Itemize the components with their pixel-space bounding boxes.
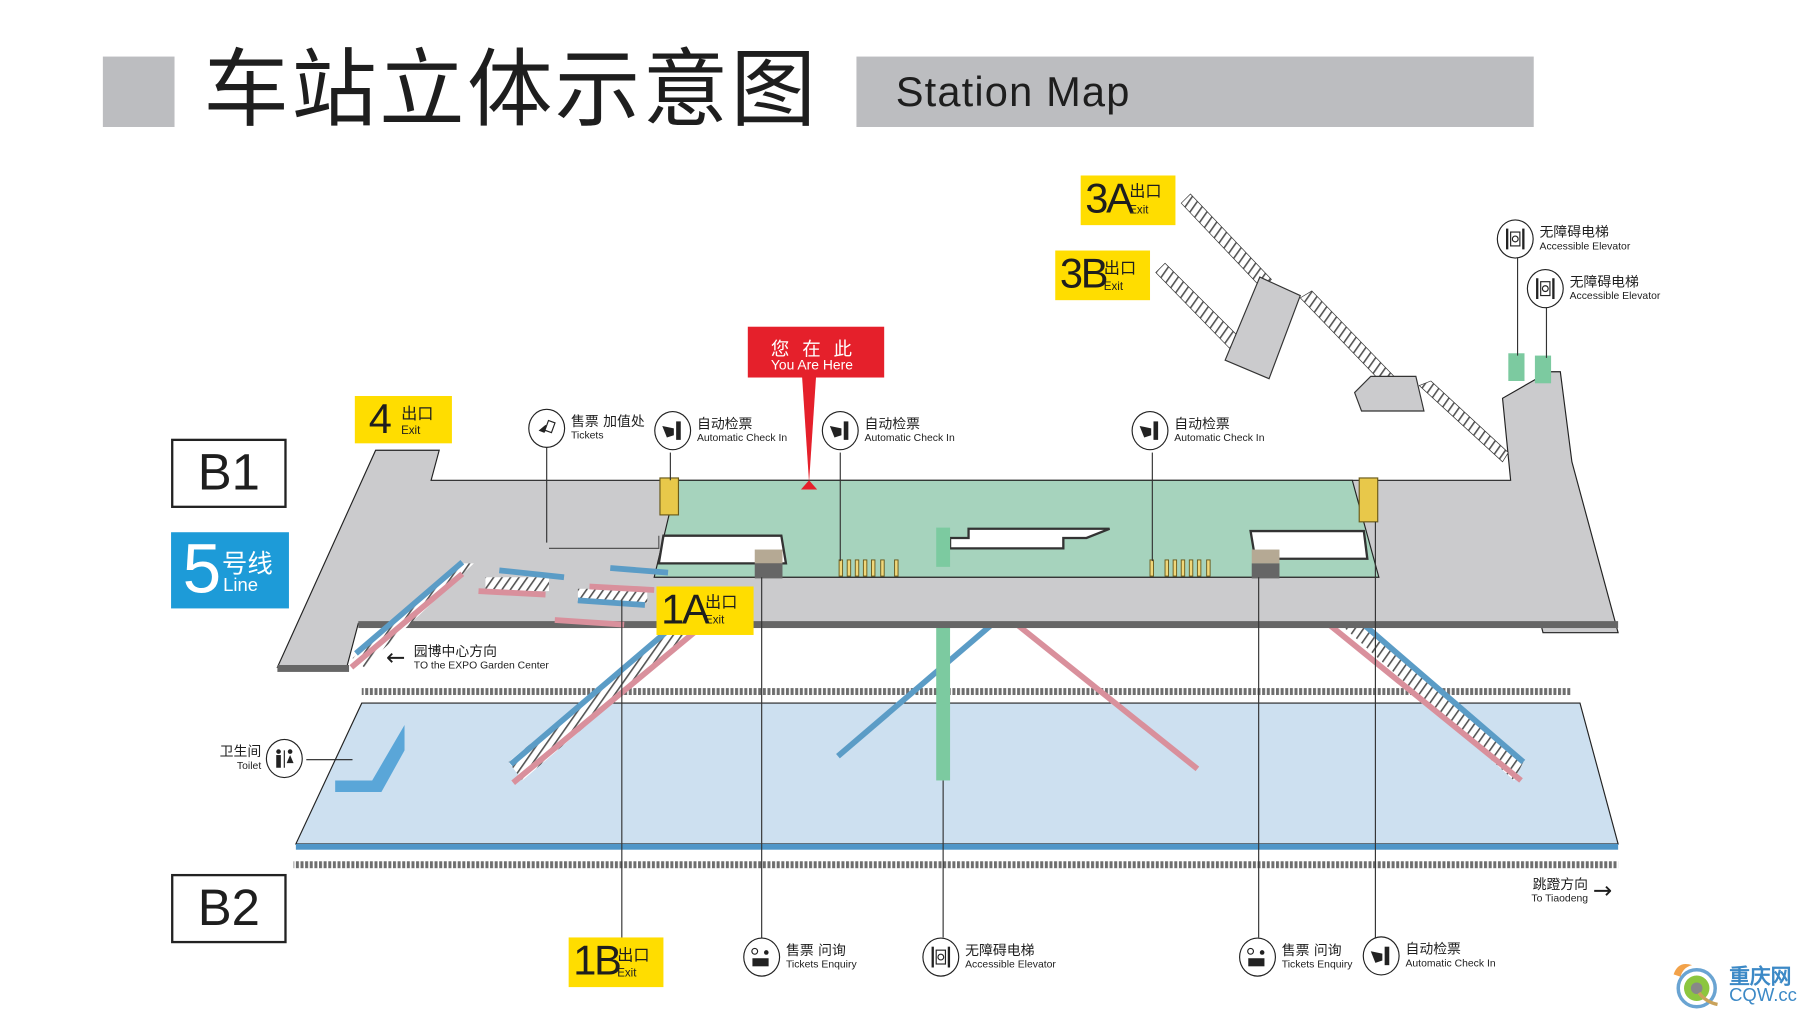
b1-concourse-edge bbox=[358, 621, 1619, 629]
b1-west-edge bbox=[277, 664, 350, 672]
arrow-left-icon: ← bbox=[386, 643, 406, 671]
you-are-here-sign: 您 在 此 You Are Here bbox=[747, 326, 885, 378]
escalator-east-b2 bbox=[1327, 622, 1526, 783]
toilet-icon bbox=[265, 738, 303, 779]
elevator-top bbox=[936, 527, 951, 567]
page-title-en: Station Map bbox=[895, 68, 1131, 116]
gate-check-in-icon bbox=[1131, 411, 1169, 451]
landing-1 bbox=[1224, 276, 1302, 380]
b2-platform-edge bbox=[295, 843, 1619, 850]
title-en-bar: Station Map bbox=[856, 56, 1534, 127]
exit-3a: 3A 出口 Exit bbox=[1080, 174, 1176, 226]
line-badge: 5 号线 Line bbox=[171, 530, 289, 609]
elevator-top-right-2 bbox=[1534, 355, 1552, 384]
you-are-here-en: You Are Here bbox=[770, 356, 853, 373]
title-accent-block bbox=[102, 56, 175, 127]
you-are-here-marker bbox=[800, 480, 818, 490]
level-b1: B1 bbox=[171, 438, 287, 508]
stair-opening-west bbox=[657, 534, 788, 565]
ticket-hand-icon bbox=[528, 408, 566, 448]
leader-lines bbox=[546, 256, 1548, 938]
elevator-top-right-1 bbox=[1508, 353, 1525, 381]
line-label-cn: 号线 bbox=[221, 550, 273, 580]
exit-1b: 1B 出口 Exit bbox=[568, 936, 664, 988]
stair-opening-center bbox=[948, 527, 1110, 550]
arrow-right-icon: → bbox=[1592, 876, 1613, 904]
landing-2 bbox=[1353, 375, 1425, 412]
you-are-here-pointer bbox=[802, 377, 816, 483]
line-number: 5 bbox=[182, 529, 222, 608]
page-title: 车站立体示意图 bbox=[203, 40, 819, 140]
exit-3-stairs bbox=[1155, 193, 1509, 463]
toilet-label: 卫生间 Toilet bbox=[219, 743, 262, 772]
gate-stack-west bbox=[659, 477, 680, 516]
accessible-elevator-icon bbox=[922, 937, 960, 977]
gate-stack-east bbox=[1358, 477, 1379, 523]
exit-4: 4 出口 Exit bbox=[354, 395, 452, 444]
escalator-west-b2 bbox=[508, 621, 707, 785]
gates-east bbox=[1149, 559, 1211, 577]
watermark-logo: 重庆网 CQW.cc bbox=[1667, 958, 1806, 1013]
line-label-en: Line bbox=[223, 576, 259, 596]
toilet-block bbox=[335, 725, 405, 792]
accessible-elevator-icon bbox=[1526, 268, 1564, 309]
gate-check-in-icon bbox=[1362, 936, 1400, 976]
service-center-west bbox=[754, 549, 783, 579]
elevator-shaft bbox=[936, 621, 951, 781]
b2-platform bbox=[294, 702, 1619, 845]
level-b2: B2 bbox=[171, 873, 287, 944]
track-lower bbox=[293, 861, 1619, 869]
ticket-enquiry-icon bbox=[1239, 937, 1277, 977]
accessible-elevator-icon bbox=[1496, 219, 1534, 259]
exit-1a: 1A 出口 Exit bbox=[656, 585, 754, 635]
exit-3b: 3B 出口 Exit bbox=[1055, 249, 1151, 301]
cqw-logo-icon bbox=[1673, 964, 1718, 1009]
escalator-center-left bbox=[836, 622, 994, 759]
escalators-west-b1 bbox=[349, 535, 669, 670]
gate-check-in-icon bbox=[654, 411, 692, 451]
you-are-here-cn: 您 在 此 bbox=[770, 338, 856, 361]
escalator-center-right bbox=[1015, 622, 1200, 772]
gate-check-in-icon bbox=[821, 411, 859, 451]
service-center-east bbox=[1251, 549, 1280, 579]
ticket-enquiry-icon bbox=[743, 937, 781, 977]
track-upper bbox=[361, 688, 1571, 696]
